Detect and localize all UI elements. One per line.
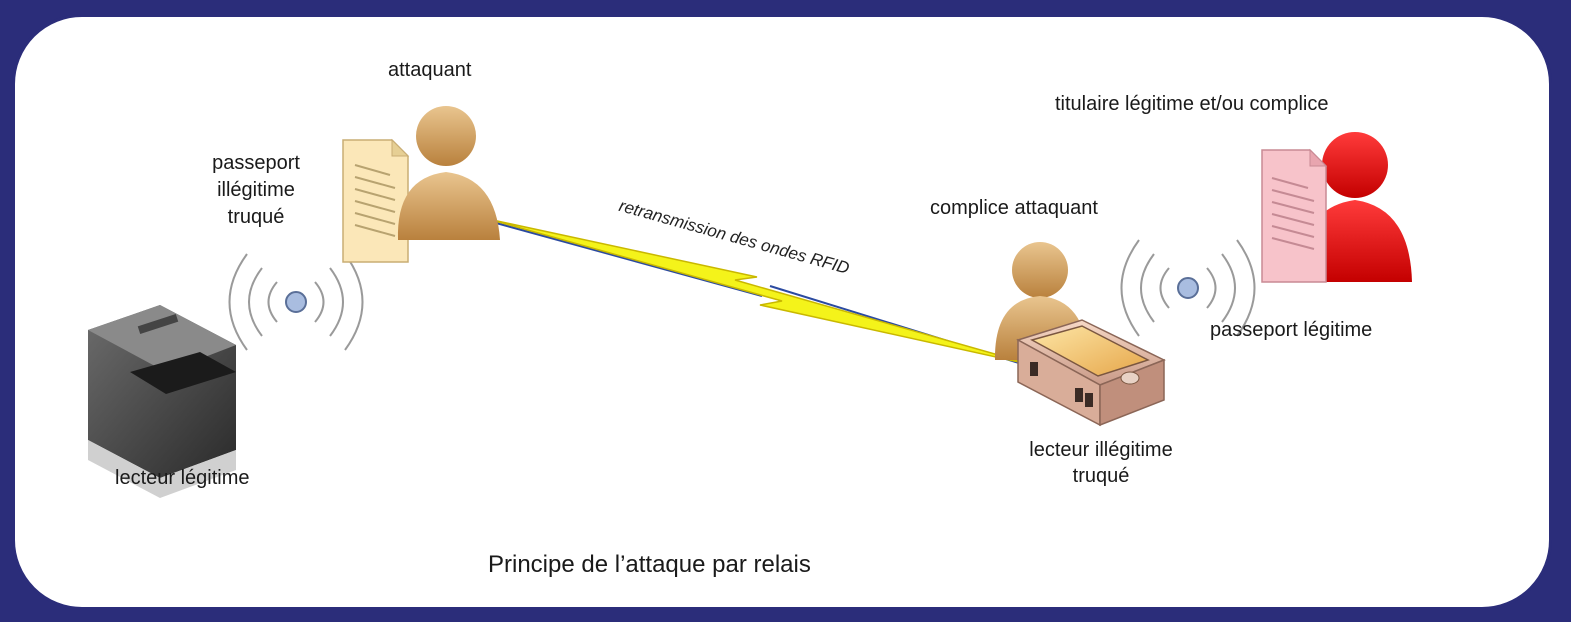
legit-passport-label: passeport légitime <box>1210 319 1373 341</box>
accomplice-label: complice attaquant <box>930 197 1098 219</box>
fake-passport-label: passeport illégitime truqué <box>212 152 300 228</box>
legit-passport-document-icon <box>1261 148 1328 283</box>
legit-reader-icon <box>88 305 236 498</box>
fake-reader-label: lecteur illégitime truqué <box>1029 439 1173 487</box>
radio-waves-icon <box>1120 239 1256 337</box>
holder-label: titulaire légitime et/ou complice <box>1055 93 1329 115</box>
diagram-caption: Principe de l’attaque par relais <box>488 551 811 578</box>
diagram-frame <box>12 14 1552 610</box>
legit-reader-label: lecteur légitime <box>115 467 250 489</box>
attacker-label: attaquant <box>388 59 472 81</box>
fake-reader-device-icon <box>1016 319 1166 427</box>
fake-passport-document-icon <box>342 138 410 263</box>
radio-waves-icon <box>228 253 364 351</box>
attacker-person-icon <box>397 106 500 240</box>
holder-person-icon <box>1299 132 1412 282</box>
